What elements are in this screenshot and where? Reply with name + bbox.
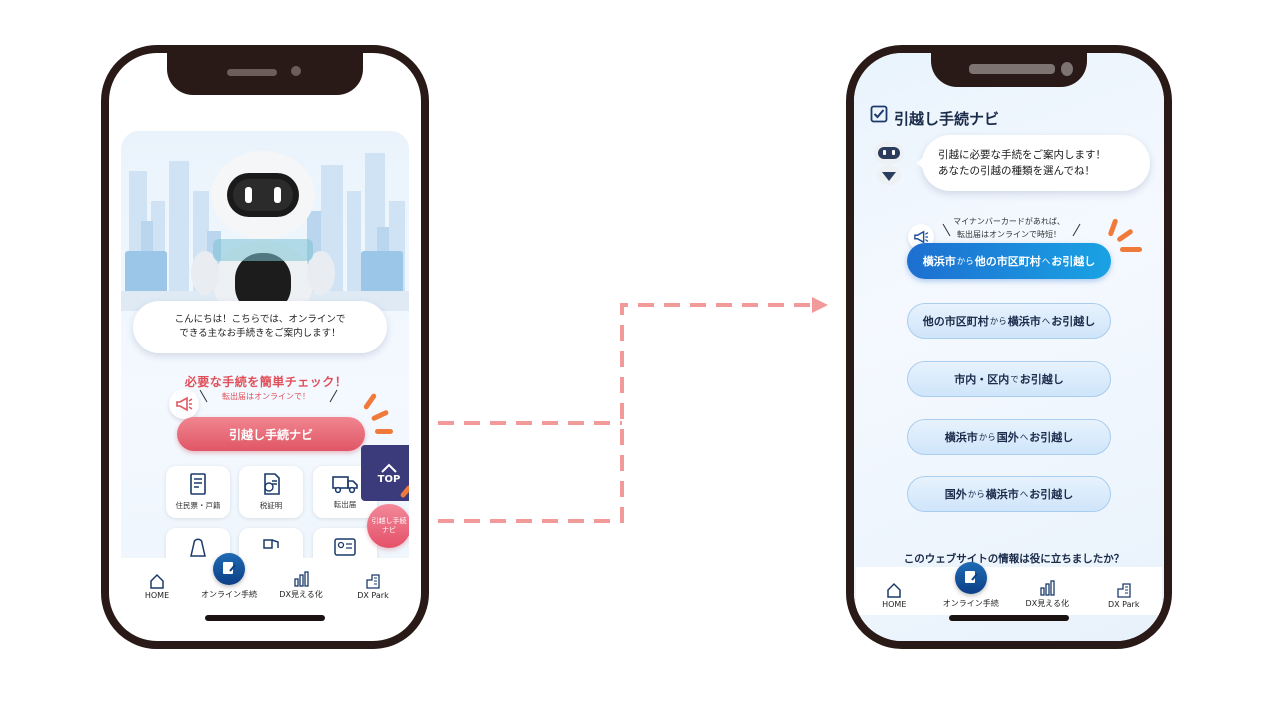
option-other-city-to-yokohama[interactable]: 他の市区町村から横浜市へお引越し <box>907 303 1111 339</box>
bubble-line-1: 引越に必要な手続をご案内します！ <box>938 149 1106 161</box>
checkbox-icon <box>870 105 888 123</box>
opt-part: お引越し <box>1051 255 1096 268</box>
check-title: 必要な手続を簡単チェック！ <box>184 375 348 389</box>
phone-left: こんにちは！こちらでは、オンラインで できる主なお手続きをご案内します！ 必要な… <box>101 45 429 649</box>
document-icon <box>190 473 206 495</box>
guide-bubble: 引越に必要な手続をご案内します！ あなたの引越の種類を選んでね！ <box>916 135 1150 191</box>
tab-label: HOME <box>882 600 907 609</box>
tab-label: DX Park <box>1108 600 1140 609</box>
tab-home[interactable]: HOME <box>866 582 922 609</box>
mynumber-note-line-1: マイナンバーカードがあれば、 <box>953 217 1065 226</box>
online-procedure-icon <box>954 562 987 594</box>
bottom-tab-bar: HOME オンライン手続 DX見える化 DX Park <box>856 562 1162 615</box>
tile-resident-register[interactable]: 住民票・戸籍 <box>166 466 230 518</box>
moving-navi-button[interactable]: 引越し手続ナビ <box>177 417 365 451</box>
phone-notch <box>931 53 1087 87</box>
opt-part: から <box>989 317 1007 327</box>
tab-label: DX Park <box>357 591 389 600</box>
tab-label: DX見える化 <box>1025 599 1069 608</box>
mynumber-note-line-2: 転出届はオンラインで時短！ <box>957 230 1061 239</box>
opt-part: 横浜市 <box>1007 315 1041 328</box>
home-icon <box>887 582 901 598</box>
opt-part: へ <box>1019 433 1029 443</box>
megaphone-icon <box>169 389 199 419</box>
tax-certificate-icon <box>264 473 280 495</box>
opt-part: から <box>967 490 985 500</box>
opt-part: へ <box>1041 257 1051 267</box>
moving-navi-fab[interactable]: 引越し手続 ナビ <box>367 504 409 548</box>
id-card-icon <box>334 538 356 556</box>
opt-part: お引越し <box>1029 488 1074 501</box>
bar-chart-icon <box>294 571 309 587</box>
tab-dx-park[interactable]: DX Park <box>1096 582 1152 609</box>
online-procedure-icon <box>213 553 245 585</box>
tab-online-procedure[interactable]: オンライン手続 <box>201 553 257 600</box>
tab-label: オンライン手続 <box>201 590 257 599</box>
tile-label: 住民票・戸籍 <box>175 501 221 510</box>
home-indicator <box>949 615 1069 621</box>
bar-chart-icon <box>1040 580 1055 596</box>
tab-home[interactable]: HOME <box>129 573 185 600</box>
moving-navi-screen: 引越し手続ナビ 引越に必要な手続をご案内します！ あなたの引越の種類を選んでね！… <box>854 53 1164 641</box>
top-button-label: TOP <box>377 473 401 485</box>
opt-part: お引越し <box>1019 373 1064 386</box>
robot-avatar <box>874 141 904 185</box>
stroller-icon <box>263 539 279 549</box>
mynumber-note: マイナンバーカードがあれば、 転出届はオンラインで時短！ <box>934 215 1084 241</box>
opt-part: 他の市区町村 <box>922 315 989 328</box>
building-icon <box>366 574 380 589</box>
greeting-bubble: こんにちは！こちらでは、オンラインで できる主なお手続きをご案内します！ <box>133 301 387 353</box>
opt-part: 横浜市 <box>985 488 1019 501</box>
opt-part: 横浜市 <box>944 431 978 444</box>
opt-part: お引越し <box>1029 431 1074 444</box>
opt-part: 国外 <box>944 488 967 501</box>
truck-icon <box>332 476 358 494</box>
tile-label: 転出届 <box>333 500 357 509</box>
option-yokohama-to-overseas[interactable]: 横浜市から国外へお引越し <box>907 419 1111 455</box>
bubble-line-2: あなたの引越の種類を選んでね！ <box>938 165 1095 177</box>
opt-part: へ <box>1041 317 1051 327</box>
check-subtitle: 転出届はオンラインで！ <box>222 392 310 401</box>
phone-notch <box>167 53 363 95</box>
tile-label: 税証明 <box>259 501 283 510</box>
opt-part: 横浜市 <box>922 255 956 268</box>
option-within-city[interactable]: 市内・区内でお引越し <box>907 361 1111 397</box>
opt-part: で <box>1010 375 1019 385</box>
home-indicator <box>205 615 325 621</box>
option-yokohama-to-other-city[interactable]: 横浜市から他の市区町村へお引越し <box>907 243 1111 279</box>
chevron-up-icon <box>381 463 397 473</box>
tab-dx-visualization[interactable]: DX見える化 <box>1019 580 1075 609</box>
opt-part: から <box>956 257 974 267</box>
opt-part: 市内・区内 <box>954 373 1010 386</box>
building-icon <box>1117 583 1131 598</box>
tab-label: DX見える化 <box>279 590 323 599</box>
opt-part: 国外 <box>996 431 1019 444</box>
tab-dx-park[interactable]: DX Park <box>345 573 401 600</box>
bottom-tab-bar: HOME オンライン手続 DX見える化 DX Park <box>121 553 409 606</box>
tab-label: HOME <box>144 591 170 600</box>
survey-question: このウェブサイトの情報は役に立ちましたか？ <box>903 553 1125 565</box>
tab-label: オンライン手続 <box>942 599 999 608</box>
opt-part: から <box>978 433 996 443</box>
tab-dx-visualization[interactable]: DX見える化 <box>273 571 329 600</box>
robot-mascot <box>191 151 335 313</box>
option-overseas-to-yokohama[interactable]: 国外から横浜市へお引越し <box>907 476 1111 512</box>
bag-icon <box>190 538 206 557</box>
opt-part: 他の市区町村 <box>974 255 1041 268</box>
home-icon <box>150 573 164 589</box>
page-title: 引越し手続ナビ <box>894 110 1000 128</box>
tab-online-procedure[interactable]: オンライン手続 <box>942 562 999 609</box>
opt-part: お引越し <box>1051 315 1096 328</box>
home-screen: こんにちは！こちらでは、オンラインで できる主なお手続きをご案内します！ 必要な… <box>121 131 409 601</box>
phone-right: 引越し手続ナビ 引越に必要な手続をご案内します！ あなたの引越の種類を選んでね！… <box>846 45 1172 649</box>
tile-tax-certificate[interactable]: 税証明 <box>239 466 303 518</box>
opt-part: へ <box>1019 490 1029 500</box>
